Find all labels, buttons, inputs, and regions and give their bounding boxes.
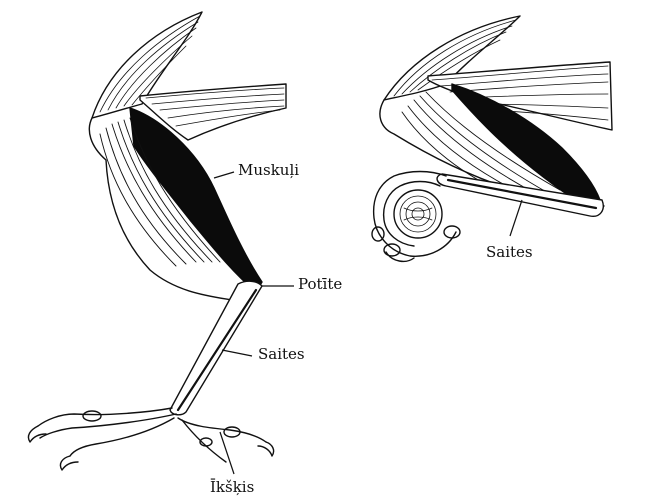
- perch-branch: [394, 190, 442, 238]
- left-foot: [28, 408, 273, 470]
- label-tendons-left: Saites: [258, 347, 305, 362]
- right-leg-figure: [372, 16, 612, 261]
- right-leader-lines: [510, 200, 522, 236]
- label-tendons-right: Saites: [486, 245, 533, 260]
- label-ankle: Potīte: [298, 277, 342, 292]
- left-tendon-line: [178, 290, 256, 410]
- label-toe: Īkšķis: [210, 480, 254, 495]
- left-leg-figure: [28, 12, 286, 470]
- label-muscles: Muskuļi: [238, 163, 299, 178]
